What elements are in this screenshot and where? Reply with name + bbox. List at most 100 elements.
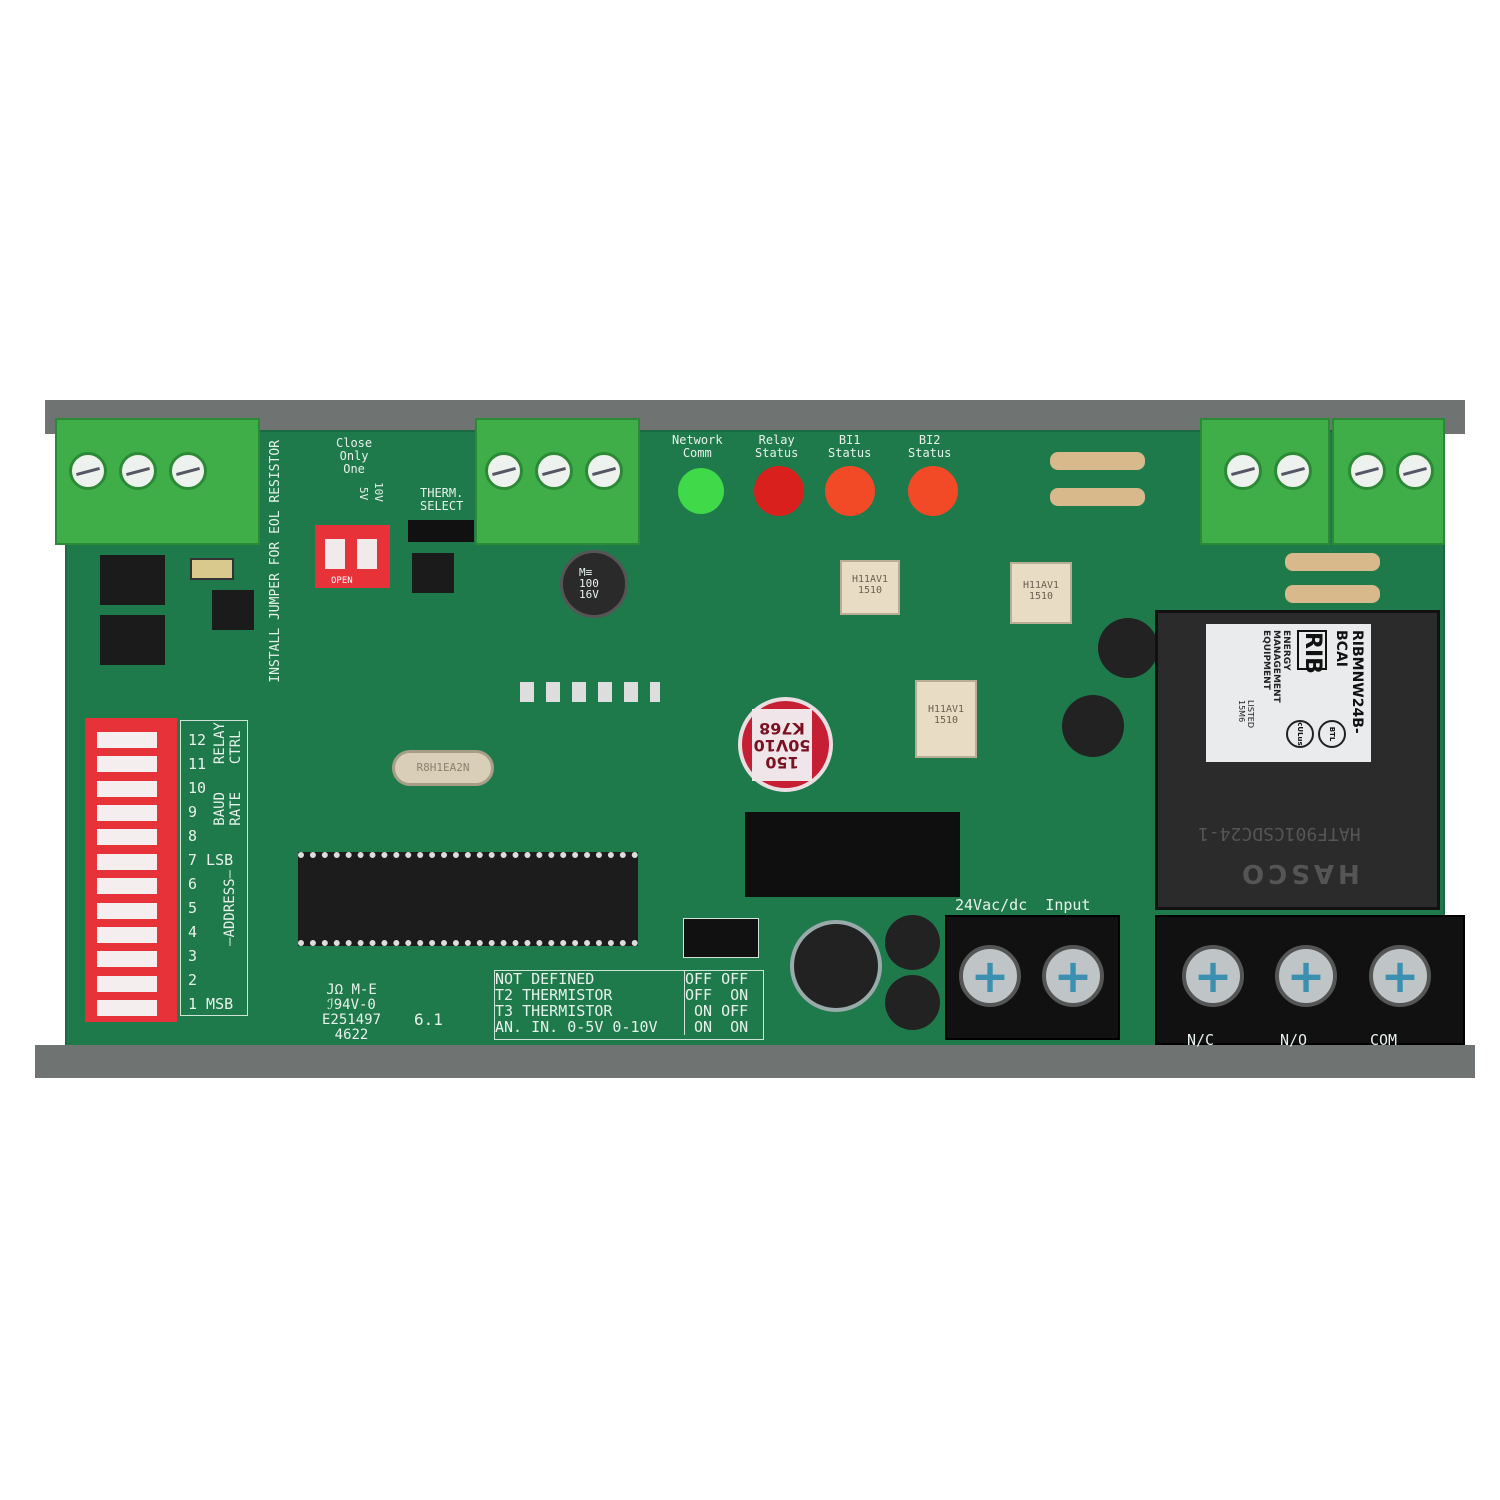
address-dip-switch[interactable] <box>85 718 177 1022</box>
optocoupler-marking: H11AV1 1510 <box>851 574 889 596</box>
10v-label: 10V <box>372 482 385 502</box>
terminal-block-right-1[interactable] <box>1200 418 1330 545</box>
dip-toggle[interactable] <box>97 829 157 846</box>
listing: LISTED 15M6 <box>1237 700 1255 728</box>
dip-toggle[interactable] <box>97 951 157 968</box>
table-cell: OFF OFF <box>685 970 749 988</box>
capacitor-small-marking: M≡ 100 16V <box>579 566 599 601</box>
crystal-oscillator: R8H1EA2N <box>392 750 494 786</box>
dip-label-frame <box>180 720 248 1016</box>
relay-model-marking: HATF901CSDC24-1 <box>1198 823 1361 844</box>
dip-toggle[interactable] <box>357 539 377 569</box>
relay-output-terminal[interactable] <box>1155 915 1465 1045</box>
bi1-status-led <box>825 466 875 516</box>
screw-icon[interactable] <box>1348 452 1386 490</box>
relay-status-led <box>754 466 804 516</box>
dip-toggle[interactable] <box>97 853 157 870</box>
dip-label: 5 <box>188 899 198 917</box>
screw-icon[interactable] <box>1274 452 1312 490</box>
equipment-desc: ENERGY MANAGEMENT EQUIPMENT <box>1261 630 1291 703</box>
dip-toggle[interactable] <box>97 878 157 895</box>
resistor <box>1285 553 1380 571</box>
inductor <box>1062 695 1124 757</box>
model-number: RIBMNW24B-BCAI <box>1333 630 1365 734</box>
product-label: RIBMNW24B-BCAI RIB ENERGY MANAGEMENT EQU… <box>1206 624 1371 762</box>
regulator-module <box>745 812 960 897</box>
jumper-eol[interactable] <box>190 558 234 580</box>
resistor <box>1285 585 1380 603</box>
therm-select-dip[interactable]: OPEN <box>315 525 390 588</box>
dip-toggle[interactable] <box>97 975 157 992</box>
table-cell: AN. IN. 0-5V 0-10V <box>495 1019 685 1035</box>
table-cell: ON OFF <box>685 1002 749 1020</box>
screw-icon[interactable] <box>119 452 157 490</box>
screw-icon[interactable] <box>69 452 107 490</box>
dip-toggle[interactable] <box>97 999 157 1016</box>
led-label-relay: Relay Status <box>755 433 799 460</box>
screw-icon[interactable] <box>1396 452 1434 490</box>
screw-icon[interactable] <box>959 945 1021 1007</box>
terminal-label-no: N/O <box>1280 1031 1308 1049</box>
optocoupler-marking: H11AV1 1510 <box>927 704 965 726</box>
power-input-terminal[interactable] <box>945 915 1120 1040</box>
table-cell: ON ON <box>685 1018 749 1036</box>
dip-toggle[interactable] <box>97 902 157 919</box>
dip-label: 7 LSB <box>188 851 234 869</box>
electrolytic-capacitor <box>790 920 882 1012</box>
table-cell: NOT DEFINED <box>495 971 685 987</box>
led-label-network: Network Comm <box>672 433 723 460</box>
screw-icon[interactable] <box>485 452 523 490</box>
optocoupler-2: H11AV1 1510 <box>1010 562 1072 624</box>
led-label-bi2: BI2 Status <box>908 433 952 460</box>
dip-toggle[interactable] <box>97 732 157 748</box>
capacitor-small: M≡ 100 16V <box>560 550 628 618</box>
manufacturer-mark: JΩ M-E ℐ94V-0 E251497 4622 <box>322 982 382 1043</box>
terminal-label-nc: N/C <box>1187 1031 1215 1049</box>
dip-toggle[interactable] <box>325 539 345 569</box>
screw-icon[interactable] <box>585 452 623 490</box>
dip-label: 11 <box>188 755 207 773</box>
dip-label: 6 <box>188 875 198 893</box>
terminal-block-right-2[interactable] <box>1332 418 1445 545</box>
dip-label: 4 <box>188 923 198 941</box>
enclosure-bottom-rail <box>35 1045 1475 1078</box>
therm-jumpers[interactable] <box>683 918 759 958</box>
table-cell: T3 THERMISTOR <box>495 1003 685 1019</box>
dip-toggle[interactable] <box>97 805 157 822</box>
inductor <box>1098 618 1158 678</box>
dip-label: 3 <box>188 947 198 965</box>
dip-label: 10 <box>188 779 207 797</box>
optocoupler-1: H11AV1 1510 <box>840 560 900 615</box>
screw-icon[interactable] <box>535 452 573 490</box>
terminal-block-left[interactable] <box>55 418 260 545</box>
screw-icon[interactable] <box>1042 945 1104 1007</box>
culus-mark: cULus <box>1286 720 1314 748</box>
terminal-block-middle[interactable] <box>475 418 640 545</box>
table-cell: T2 THERMISTOR <box>495 987 685 1003</box>
capacitor-large: 150 50V10 K768 <box>738 697 833 792</box>
resistor <box>1050 452 1145 470</box>
optocoupler-marking: H11AV1 1510 <box>1022 580 1060 602</box>
5v-label: 5V <box>357 487 370 501</box>
dip-label: 8 <box>188 827 198 845</box>
rib-logo: RIB <box>1297 630 1327 674</box>
led-label-bi1: BI1 Status <box>828 433 872 460</box>
screw-icon[interactable] <box>1182 945 1244 1007</box>
dip-toggle[interactable] <box>97 926 157 943</box>
bi2-status-led <box>908 466 958 516</box>
screw-icon[interactable] <box>1224 452 1262 490</box>
dip-toggle[interactable] <box>97 756 157 773</box>
ic-chip-small <box>412 553 454 593</box>
microcontroller-ic <box>298 852 638 946</box>
therm-jumper[interactable] <box>408 520 474 542</box>
screw-icon[interactable] <box>169 452 207 490</box>
dip-open-label: OPEN <box>331 576 353 586</box>
inductor <box>885 975 940 1030</box>
screw-icon[interactable] <box>1275 945 1337 1007</box>
dip-label: 12 <box>188 731 207 749</box>
dip-toggle[interactable] <box>97 780 157 797</box>
screw-icon[interactable] <box>1369 945 1431 1007</box>
dip-label: 2 <box>188 971 198 989</box>
terminal-label-com: COM <box>1370 1031 1398 1049</box>
